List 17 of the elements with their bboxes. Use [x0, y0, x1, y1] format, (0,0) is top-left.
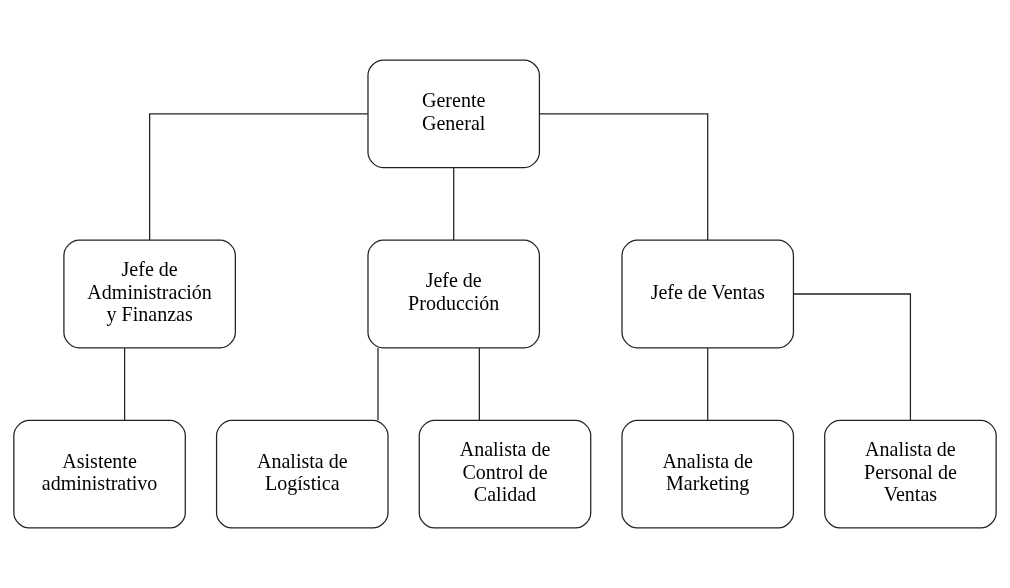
connector — [123, 347, 126, 421]
connector — [149, 113, 369, 241]
node-box: Analista de Logística — [215, 419, 389, 529]
connector — [539, 113, 709, 241]
connector — [453, 167, 455, 241]
connector — [377, 347, 379, 421]
node-box: Jefe de Ventas — [621, 239, 795, 349]
node-box: Analista de Marketing — [621, 419, 795, 529]
node-box: Jefe de Producción — [367, 239, 541, 349]
node-box: Analista de Control de Calidad — [418, 419, 592, 529]
node-box: Jefe de Administración y Finanzas — [63, 239, 236, 349]
node-box: Gerente General — [367, 59, 541, 169]
node-box: Analista de Personal de Ventas — [824, 419, 997, 529]
connector — [793, 293, 912, 421]
connector — [707, 347, 709, 421]
node-box: Asistente administrativo — [13, 419, 186, 529]
connector — [478, 347, 480, 421]
